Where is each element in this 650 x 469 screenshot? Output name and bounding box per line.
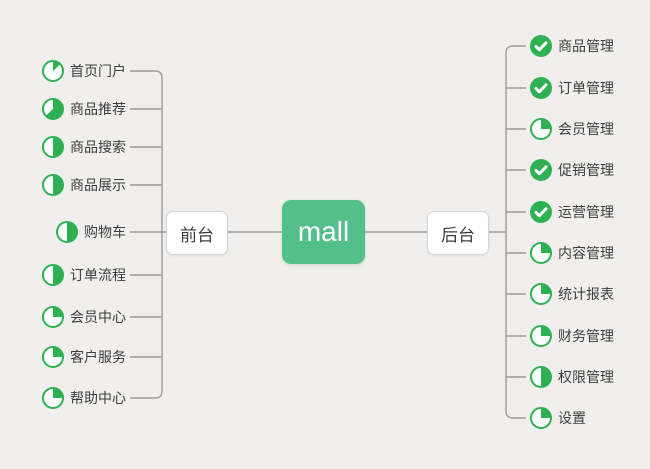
topic-label: 首页门户 — [70, 63, 126, 79]
progress-pie-icon — [530, 283, 552, 305]
topic-item[interactable]: 权限管理 — [530, 366, 614, 388]
root-node-mall[interactable]: mall — [282, 200, 365, 264]
topic-item[interactable]: 帮助中心 — [42, 387, 126, 409]
topic-item[interactable]: 财务管理 — [530, 325, 614, 347]
topic-label: 帮助中心 — [70, 390, 126, 406]
check-done-icon — [530, 35, 552, 57]
progress-pie-icon — [42, 264, 64, 286]
topic-item[interactable]: 设置 — [530, 407, 586, 429]
topic-label: 商品管理 — [558, 38, 614, 54]
branch-node-backend[interactable]: 后台 — [427, 211, 489, 255]
check-done-icon — [530, 159, 552, 181]
topic-label: 商品搜索 — [70, 139, 126, 155]
topic-item[interactable]: 内容管理 — [530, 242, 614, 264]
topic-item[interactable]: 订单流程 — [42, 264, 126, 286]
topic-item[interactable]: 促销管理 — [530, 159, 614, 181]
topic-item[interactable]: 首页门户 — [42, 60, 126, 82]
progress-pie-icon — [530, 118, 552, 140]
topic-label: 订单流程 — [70, 267, 126, 283]
progress-pie-icon — [530, 242, 552, 264]
topic-label: 商品推荐 — [70, 101, 126, 117]
topic-label: 客户服务 — [70, 349, 126, 365]
progress-pie-icon — [42, 387, 64, 409]
topic-label: 会员中心 — [70, 309, 126, 325]
topic-item[interactable]: 运营管理 — [530, 201, 614, 223]
progress-pie-icon — [530, 366, 552, 388]
topic-label: 设置 — [558, 410, 586, 426]
topic-label: 财务管理 — [558, 328, 614, 344]
branch-node-frontend[interactable]: 前台 — [166, 211, 228, 255]
topic-label: 权限管理 — [558, 369, 614, 385]
progress-pie-icon — [42, 306, 64, 328]
progress-pie-icon — [42, 136, 64, 158]
progress-pie-icon — [530, 407, 552, 429]
topic-label: 商品展示 — [70, 177, 126, 193]
topic-label: 会员管理 — [558, 121, 614, 137]
topic-item[interactable]: 客户服务 — [42, 346, 126, 368]
topic-label: 内容管理 — [558, 245, 614, 261]
topic-item[interactable]: 商品推荐 — [42, 98, 126, 120]
topic-item[interactable]: 会员管理 — [530, 118, 614, 140]
topic-label: 促销管理 — [558, 162, 614, 178]
progress-pie-icon — [42, 98, 64, 120]
topic-item[interactable]: 商品搜索 — [42, 136, 126, 158]
topic-label: 统计报表 — [558, 286, 614, 302]
progress-pie-icon — [42, 60, 64, 82]
topic-item[interactable]: 订单管理 — [530, 77, 614, 99]
topic-item[interactable]: 商品管理 — [530, 35, 614, 57]
topic-label: 运营管理 — [558, 204, 614, 220]
check-done-icon — [530, 201, 552, 223]
topic-item[interactable]: 购物车 — [56, 221, 126, 243]
topic-item[interactable]: 会员中心 — [42, 306, 126, 328]
progress-pie-icon — [530, 325, 552, 347]
topic-label: 购物车 — [84, 224, 126, 240]
check-done-icon — [530, 77, 552, 99]
topic-label: 订单管理 — [558, 80, 614, 96]
progress-pie-icon — [56, 221, 78, 243]
topic-item[interactable]: 统计报表 — [530, 283, 614, 305]
topic-item[interactable]: 商品展示 — [42, 174, 126, 196]
progress-pie-icon — [42, 346, 64, 368]
progress-pie-icon — [42, 174, 64, 196]
